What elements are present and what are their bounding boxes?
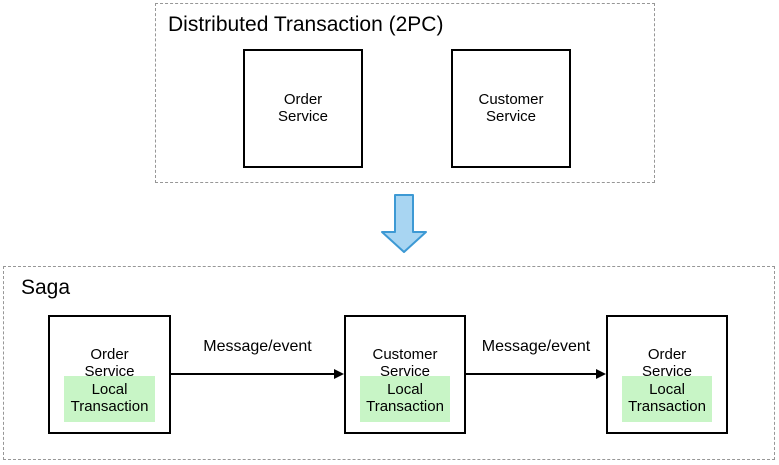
down-arrow-shape: [381, 194, 427, 253]
service-label: Order Service: [641, 345, 693, 380]
service-label: Order Service: [84, 345, 135, 380]
group-saga: Saga Order Service Local Transaction Mes…: [3, 266, 775, 460]
message-arrowhead-icon-1: [334, 369, 344, 379]
service-box-order-2pc: Order Service: [243, 49, 363, 168]
message-arrow-line-1: [171, 373, 334, 375]
local-transaction-box: Local Transaction: [64, 376, 155, 422]
local-transaction-box: Local Transaction: [360, 376, 450, 422]
down-arrow-icon: [381, 194, 427, 253]
message-arrow-label-1: Message/event: [203, 338, 312, 355]
message-arrow-line-2: [466, 373, 596, 375]
service-label: Customer Service: [372, 345, 438, 380]
local-transaction-box: Local Transaction: [622, 376, 712, 422]
service-box-order-saga-2: Order Service Local Transaction: [606, 315, 728, 434]
message-arrow-label-2: Message/event: [481, 338, 591, 355]
service-box-customer-saga: Customer Service Local Transaction: [344, 315, 466, 434]
group-title-saga: Saga: [21, 276, 71, 299]
service-box-customer-2pc: Customer Service: [451, 49, 571, 168]
group-distributed-transaction-2pc: Distributed Transaction (2PC) Order Serv…: [155, 3, 655, 183]
message-arrowhead-icon-2: [596, 369, 606, 379]
group-title-2pc: Distributed Transaction (2PC): [168, 13, 444, 36]
service-box-order-saga-1: Order Service Local Transaction: [48, 315, 171, 434]
